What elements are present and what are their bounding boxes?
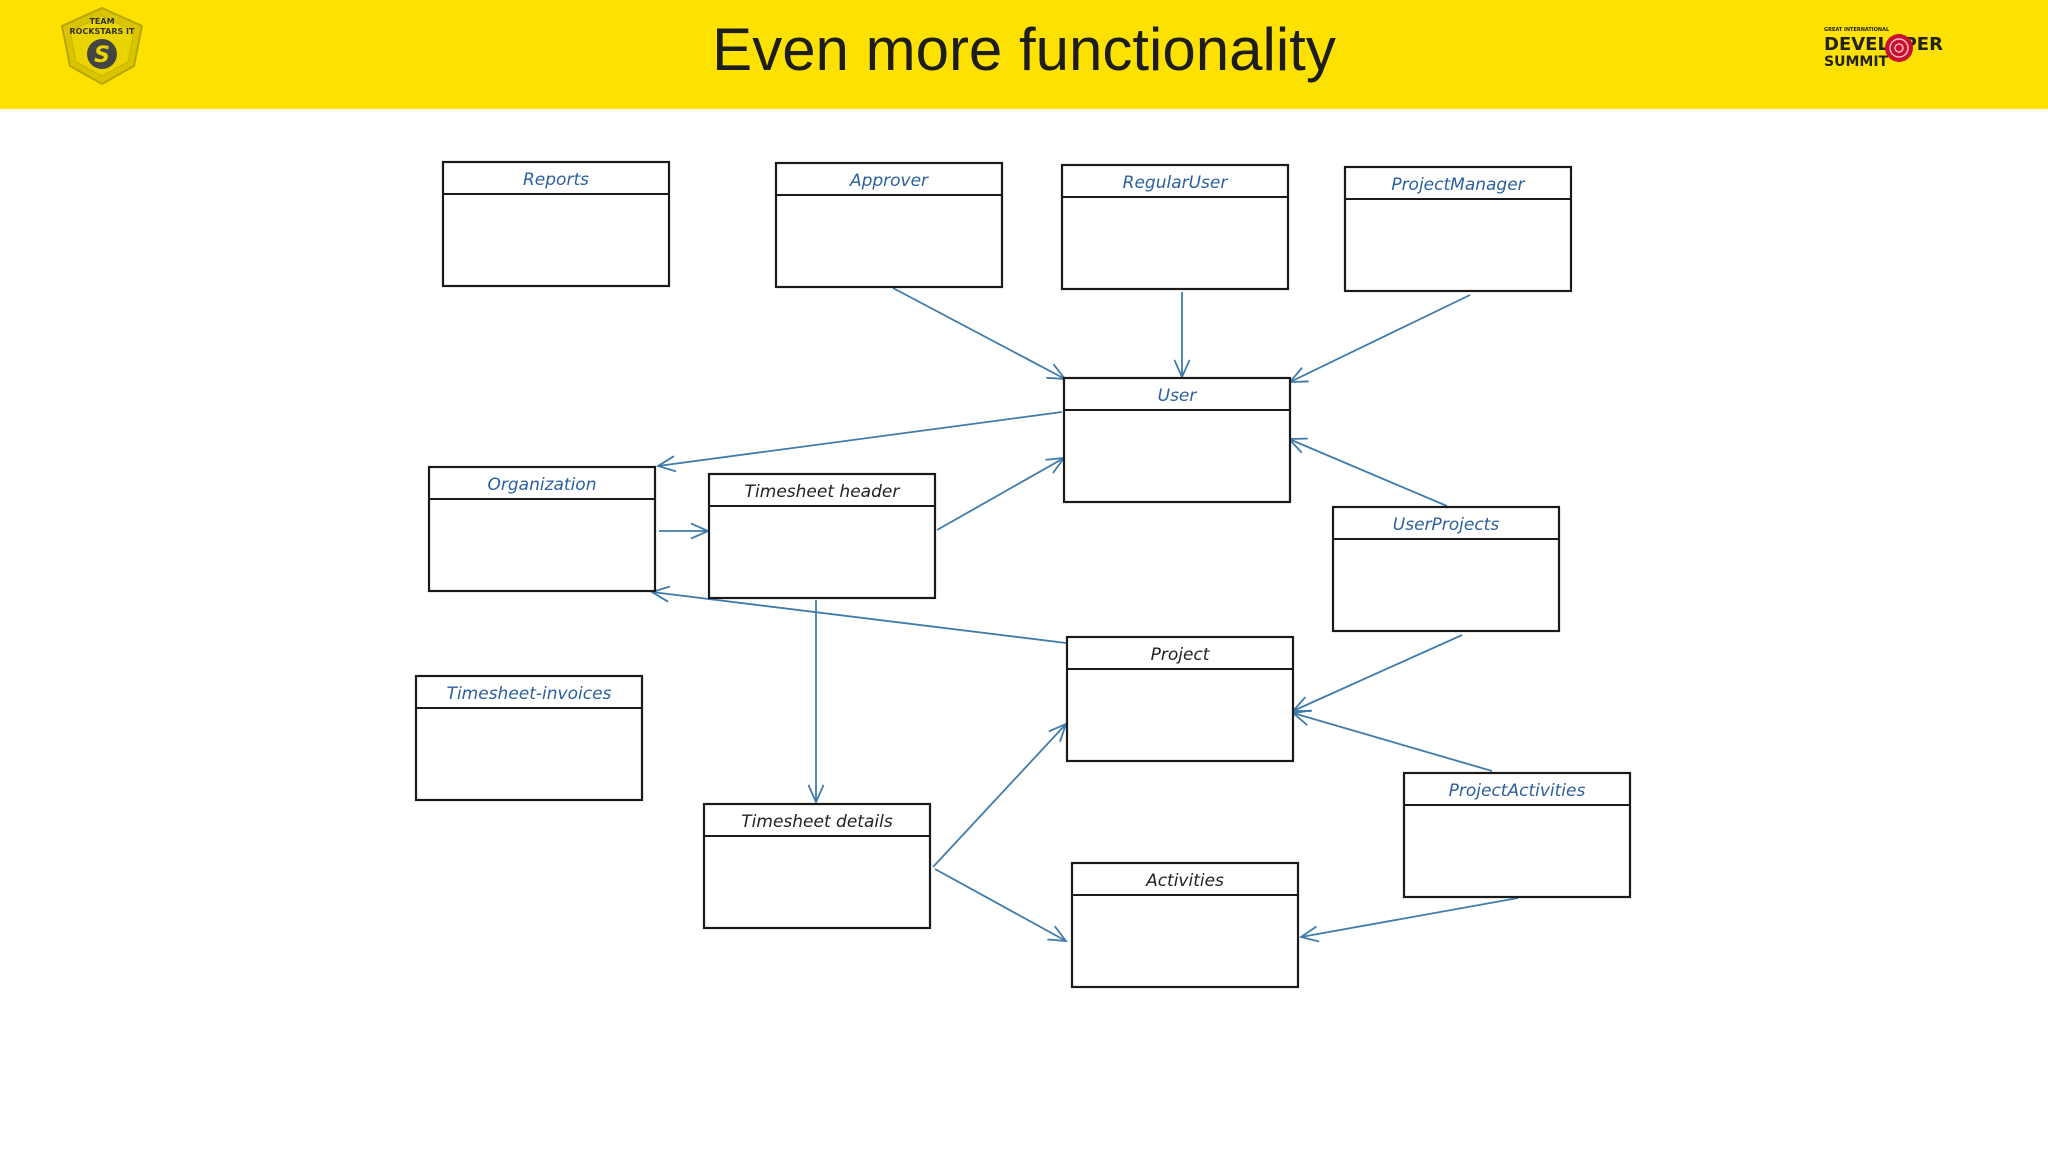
relation-line	[1300, 897, 1519, 938]
diagram-canvas: Reports Approver RegularUser ProjectManager…	[414, 160, 1632, 989]
entity-box-projectmanager: ProjectManager	[1343, 165, 1573, 293]
relation-arrow-projectactivities-to-project	[1290, 709, 1493, 772]
entity-box-frame	[1402, 771, 1632, 899]
entity-box-frame	[702, 802, 932, 930]
developer-summit-logo: GREAT INTERNATIONAL DEVELOPER SUMMIT	[1824, 27, 1943, 70]
entity-label-user: User	[1158, 386, 1198, 406]
entity-box-frame	[1065, 635, 1295, 763]
entity-box-user: User	[1062, 376, 1292, 504]
entity-box-frame	[1060, 163, 1290, 291]
entity-box-frame	[427, 465, 657, 593]
arrowhead-icon	[1298, 925, 1320, 943]
entity-box-projectactivities: ProjectActivities	[1402, 771, 1632, 899]
entity-box-frame	[1070, 861, 1300, 989]
entity-box-reports: Reports	[441, 160, 671, 288]
entity-label-userprojects: UserProjects	[1393, 515, 1500, 535]
entity-box-frame	[707, 472, 937, 600]
relation-line	[934, 868, 1067, 942]
relation-arrow-projectactivities-to-activities	[1298, 897, 1519, 943]
entity-box-timesheet-header: Timesheet header	[707, 472, 937, 600]
relation-arrow-timesheet-details-to-project	[932, 722, 1068, 868]
entity-box-approver: Approver	[774, 161, 1004, 289]
relation-line	[1289, 294, 1471, 383]
entity-box-timesheet-details: Timesheet details	[702, 802, 932, 930]
entity-label-timesheet-details: Timesheet details	[741, 812, 893, 832]
entity-box-userprojects: UserProjects	[1331, 505, 1561, 633]
relation-arrow-approver-to-user	[892, 287, 1067, 381]
relation-line	[1292, 712, 1493, 772]
entity-label-projectactivities: ProjectActivities	[1449, 781, 1586, 801]
logo-developer-text: DEVELOPER	[1824, 34, 1943, 55]
logo-line1: TEAM	[89, 17, 114, 26]
relation-arrow-organization-to-timesheet-header	[659, 522, 711, 540]
entity-label-regularuser: RegularUser	[1123, 173, 1229, 193]
entity-box-organization: Organization	[427, 465, 657, 593]
relation-line	[657, 411, 1063, 467]
relation-line	[932, 723, 1067, 868]
entity-box-frame	[1062, 376, 1292, 504]
edges-layer	[649, 287, 1519, 943]
relation-line	[936, 457, 1065, 531]
entity-box-frame	[441, 160, 671, 288]
page-title: Even more functionality	[712, 16, 1336, 83]
logo-summit-text: SUMMIT	[1824, 54, 1889, 70]
entity-label-projectmanager: ProjectManager	[1391, 175, 1525, 195]
relation-arrow-userprojects-to-user	[1286, 437, 1448, 507]
logo-line2: ROCKSTARS IT	[70, 27, 136, 36]
entity-label-timesheet-invoices: Timesheet-invoices	[447, 684, 612, 704]
entity-box-frame	[1331, 505, 1561, 633]
entity-label-reports: Reports	[523, 170, 589, 190]
relation-arrow-timesheet-details-to-activities	[934, 868, 1068, 943]
relation-arrow-userprojects-to-project	[1290, 634, 1463, 712]
arrowhead-icon	[655, 455, 677, 472]
entity-box-project: Project	[1065, 635, 1295, 763]
relation-arrow-projectmanager-to-user	[1288, 294, 1471, 383]
entity-label-timesheet-header: Timesheet header	[745, 482, 901, 502]
relation-arrow-user-to-organization	[655, 411, 1063, 472]
entity-box-frame	[774, 161, 1004, 289]
entity-label-activities: Activities	[1145, 871, 1224, 891]
entity-label-approver: Approver	[849, 171, 929, 191]
entity-box-timesheet-invoices: Timesheet-invoices	[414, 674, 644, 802]
team-rockstars-logo: TEAM ROCKSTARS IT S	[60, 6, 144, 86]
relation-line	[892, 287, 1066, 380]
entity-box-activities: Activities	[1070, 861, 1300, 989]
arrowhead-icon	[1047, 925, 1068, 943]
entity-label-project: Project	[1151, 645, 1211, 665]
boxes-layer: Reports Approver RegularUser ProjectManager…	[414, 160, 1632, 989]
relation-arrow-regularuser-to-user	[1173, 292, 1191, 380]
arrowhead-icon	[1045, 456, 1066, 474]
entity-box-frame	[414, 674, 644, 802]
relation-arrow-timesheet-header-to-timesheet-details	[807, 600, 825, 805]
relation-line	[1292, 634, 1463, 712]
arrowhead-icon	[807, 784, 825, 805]
relation-line	[651, 591, 1067, 644]
logo-small-text: GREAT INTERNATIONAL	[1824, 27, 1890, 33]
relation-line	[1288, 438, 1448, 507]
entity-box-frame	[1343, 165, 1573, 293]
title-bar: Even more functionality TEAM ROCKSTARS I…	[0, 0, 2048, 109]
entity-label-organization: Organization	[488, 475, 597, 495]
logo-mark: S	[94, 43, 110, 68]
relation-arrow-timesheet-header-to-user	[936, 456, 1066, 531]
entity-box-regularuser: RegularUser	[1060, 163, 1290, 291]
